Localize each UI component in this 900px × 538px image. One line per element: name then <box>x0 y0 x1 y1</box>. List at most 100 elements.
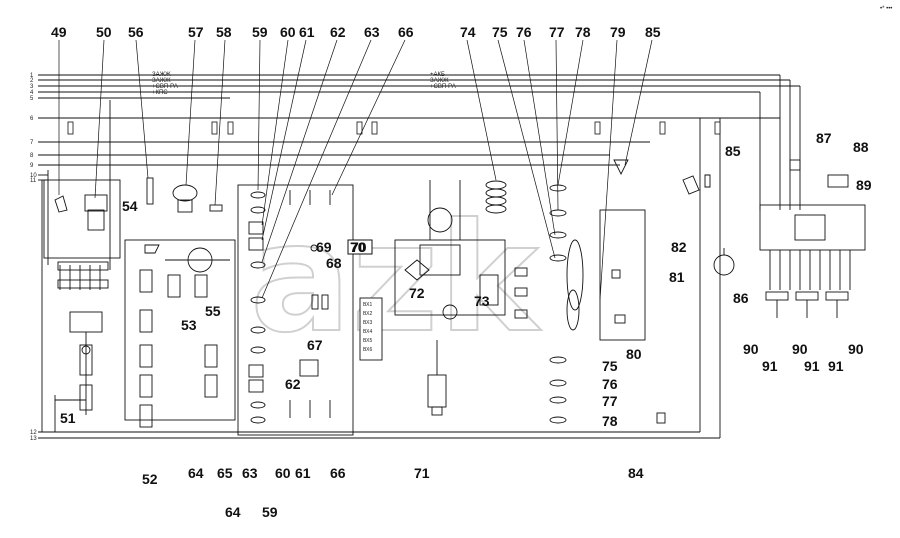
callout-label: 61 <box>299 24 315 40</box>
corner-mark: •* ••• <box>880 6 892 12</box>
callout-label: 88 <box>853 139 869 155</box>
bus-tag: ЗАЖЖ <box>152 72 171 78</box>
right-module <box>759 159 866 318</box>
sensors <box>299 244 329 377</box>
leader-lines <box>58 39 653 301</box>
callout-label: 57 <box>188 24 204 40</box>
callout-label: 78 <box>575 24 591 40</box>
callout-label: 76 <box>516 24 532 40</box>
callout-label: 52 <box>142 471 158 487</box>
callout-label: 74 <box>460 24 476 40</box>
callout-label: 76 <box>602 376 618 392</box>
bus-number: 4 <box>30 90 34 96</box>
callout-label: 54 <box>122 198 138 214</box>
callout-label: 72 <box>409 285 425 301</box>
bus-number: 5 <box>30 96 34 102</box>
callout-label: 79 <box>610 24 626 40</box>
block-pin-label: ВХ4 <box>363 329 372 335</box>
column-switch <box>54 311 103 432</box>
callout-label: 84 <box>628 465 644 481</box>
callout-label: 80 <box>626 346 642 362</box>
callout-label: 59 <box>262 504 278 520</box>
lamp-column <box>237 184 354 436</box>
callout-label: 91 <box>804 358 820 374</box>
callout-label: 67 <box>307 337 323 353</box>
block-pin-label: ВХ6 <box>363 347 372 353</box>
instrument-cluster <box>124 239 236 428</box>
bus-tag: +СВП-РА <box>430 84 456 90</box>
callout-label: 75 <box>602 358 618 374</box>
bus-tag: ЗАЖЖ <box>152 78 171 84</box>
callout-label: 53 <box>181 317 197 333</box>
callout-label: 87 <box>816 130 832 146</box>
bus-number: 6 <box>30 116 34 122</box>
callout-label: 82 <box>671 239 687 255</box>
callout-label: 73 <box>474 293 490 309</box>
callout-label: 59 <box>252 24 268 40</box>
bus-number: 1 <box>30 73 34 79</box>
bus-number: 12 <box>30 430 37 436</box>
callout-label: 49 <box>51 24 67 40</box>
bus-number: 11 <box>30 178 37 184</box>
callout-label: 81 <box>669 269 685 285</box>
bus-wires <box>38 74 801 439</box>
callout-label: 86 <box>733 290 749 306</box>
callout-label: 90 <box>743 341 759 357</box>
callout-label: 64 <box>225 504 241 520</box>
svg-text:70: 70 <box>351 239 367 255</box>
callout-label: 58 <box>216 24 232 40</box>
callout-label: 91 <box>762 358 778 374</box>
callout-label: 91 <box>828 358 844 374</box>
callout-label: 63 <box>242 465 258 481</box>
callout-label: 85 <box>645 24 661 40</box>
callout-label: 90 <box>792 341 808 357</box>
bus-number: 7 <box>30 140 34 146</box>
callout-label: 56 <box>128 24 144 40</box>
callout-label: 78 <box>602 413 618 429</box>
motor-71 <box>427 340 447 416</box>
callout-label: 63 <box>364 24 380 40</box>
right-lamp-column <box>514 184 567 424</box>
right-switch <box>682 174 735 276</box>
callout-label: 64 <box>188 465 204 481</box>
bus-number: 8 <box>30 153 34 159</box>
left-switch-block <box>43 179 121 290</box>
bus-number: 2 <box>30 78 34 84</box>
bus-number: 13 <box>30 436 37 442</box>
callout-label: 85 <box>725 143 741 159</box>
top-connectors <box>146 177 223 213</box>
bus-tag: +АКБ <box>430 72 445 78</box>
callout-label: 60 <box>275 465 291 481</box>
block-pin-label: ВХ3 <box>363 320 372 326</box>
callout-label: 69 <box>316 239 332 255</box>
bus-number: 9 <box>30 163 34 169</box>
callout-label: 66 <box>330 465 346 481</box>
callout-label: 77 <box>602 393 618 409</box>
callout-label: 65 <box>217 465 233 481</box>
coil-74 <box>485 180 507 214</box>
bus-number: 10 <box>30 173 37 179</box>
callout-label: 50 <box>96 24 112 40</box>
item-84 <box>656 412 666 424</box>
relay-cluster <box>394 180 506 320</box>
block-pin-label: ВХ5 <box>363 338 372 344</box>
callout-label: 90 <box>848 341 864 357</box>
bus-tag: +СВП-РА <box>152 84 178 90</box>
headlamp-unit <box>566 159 646 341</box>
callout-label: 66 <box>398 24 414 40</box>
callout-label: 55 <box>205 303 221 319</box>
block-pin-label: ВХ2 <box>363 311 372 317</box>
callout-label: 60 <box>280 24 296 40</box>
bus-tag: ЗАЖЖ <box>430 78 449 84</box>
callout-label: 70 <box>350 239 366 255</box>
callout-label: 71 <box>414 465 430 481</box>
callout-label: 68 <box>326 255 342 271</box>
callout-label: 89 <box>856 177 872 193</box>
